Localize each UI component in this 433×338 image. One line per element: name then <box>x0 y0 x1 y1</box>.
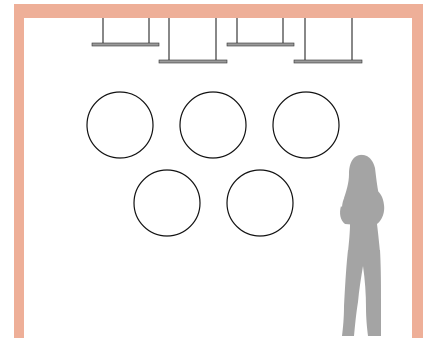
hanging-fixture-1 <box>91 18 160 47</box>
hanging-fixture-4 <box>293 18 363 64</box>
hanging-fixture-2 <box>158 18 228 64</box>
standing-woman-silhouette-icon <box>340 154 385 336</box>
left-wall <box>14 4 24 338</box>
circle-row1-1 <box>86 91 154 159</box>
ceiling-beam <box>14 4 423 18</box>
circle-row1-3 <box>272 91 340 159</box>
circle-row2-2 <box>226 169 294 237</box>
circle-row2-1 <box>133 169 201 237</box>
circle-row1-2 <box>179 91 247 159</box>
right-wall <box>412 4 423 338</box>
hanging-fixture-3 <box>226 18 295 47</box>
